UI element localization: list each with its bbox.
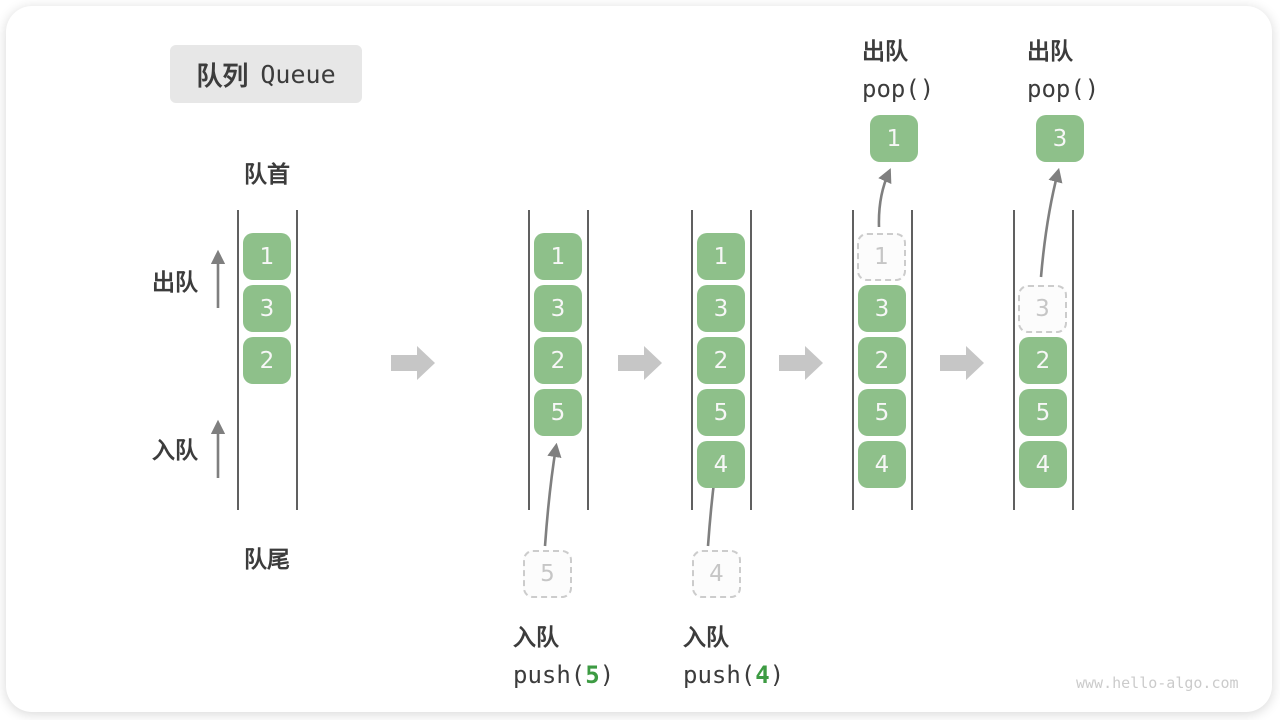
op-close: ): [599, 661, 615, 689]
op-arg: 5: [585, 661, 600, 689]
queue-item: 5: [1019, 389, 1067, 436]
queue-item: 2: [697, 337, 745, 384]
queue-wall-right: [296, 210, 298, 510]
dequeue-operation-label: 出队 pop(): [862, 32, 934, 103]
queue-item: 5: [858, 389, 906, 436]
label-queue-front: 队首: [244, 161, 290, 187]
queue-item: 4: [858, 441, 906, 488]
op-code: pop(): [1027, 75, 1100, 103]
op-code: push(5): [513, 661, 614, 689]
queue-wall-right: [911, 210, 913, 510]
queue-item: 1: [697, 233, 745, 280]
queue-wall-right: [1072, 210, 1074, 510]
op-code: push(4): [683, 661, 784, 689]
op-name-cn: 出队: [862, 38, 908, 64]
enqueue-operation-label: 入队 push(4): [683, 618, 784, 689]
title-cn: 队列: [196, 60, 249, 91]
label-enqueue-side: 入队: [152, 437, 198, 463]
op-code: pop(): [862, 75, 935, 103]
label-dequeue-side: 出队: [152, 269, 198, 295]
dequeue-ghost-item: 1: [857, 233, 906, 281]
queue-item: 5: [534, 389, 582, 436]
dequeue-operation-label: 出队 pop(): [1027, 32, 1099, 103]
dequeue-ghost-item: 3: [1018, 285, 1067, 333]
queue-item: 4: [1019, 441, 1067, 488]
queue-wall-left: [852, 210, 854, 510]
enqueue-ghost-item: 5: [523, 550, 572, 598]
op-arg: 4: [755, 661, 770, 689]
op-close: ): [769, 661, 785, 689]
queue-wall-right: [587, 210, 589, 510]
queue-item: 3: [697, 285, 745, 332]
queue-item: 3: [534, 285, 582, 332]
queue-item: 2: [1019, 337, 1067, 384]
queue-wall-left: [528, 210, 530, 510]
op-fn: push(: [513, 661, 586, 689]
title-box: 队列 Queue: [170, 45, 362, 103]
enqueue-ghost-item: 4: [692, 550, 741, 598]
label-queue-rear: 队尾: [244, 546, 290, 572]
queue-item: 2: [534, 337, 582, 384]
diagram-card: [6, 6, 1272, 712]
queue-wall-left: [1013, 210, 1015, 510]
queue-item: 3: [858, 285, 906, 332]
enqueue-operation-label: 入队 push(5): [513, 618, 614, 689]
queue-item: 1: [243, 233, 291, 280]
title-en: Queue: [260, 59, 336, 89]
op-fn: push(: [683, 661, 756, 689]
queue-wall-left: [691, 210, 693, 510]
op-name-cn: 入队: [683, 624, 729, 650]
queue-wall-right: [750, 210, 752, 510]
queue-item: 2: [858, 337, 906, 384]
op-name-cn: 入队: [513, 624, 559, 650]
queue-item: 4: [697, 441, 745, 488]
queue-item: 1: [534, 233, 582, 280]
queue-item: 2: [243, 337, 291, 384]
queue-item: 5: [697, 389, 745, 436]
queue-wall-left: [237, 210, 239, 510]
popped-item: 1: [870, 115, 918, 162]
watermark: www.hello-algo.com: [1076, 674, 1239, 692]
queue-item: 3: [243, 285, 291, 332]
op-name-cn: 出队: [1027, 38, 1073, 64]
popped-item: 3: [1036, 115, 1084, 162]
